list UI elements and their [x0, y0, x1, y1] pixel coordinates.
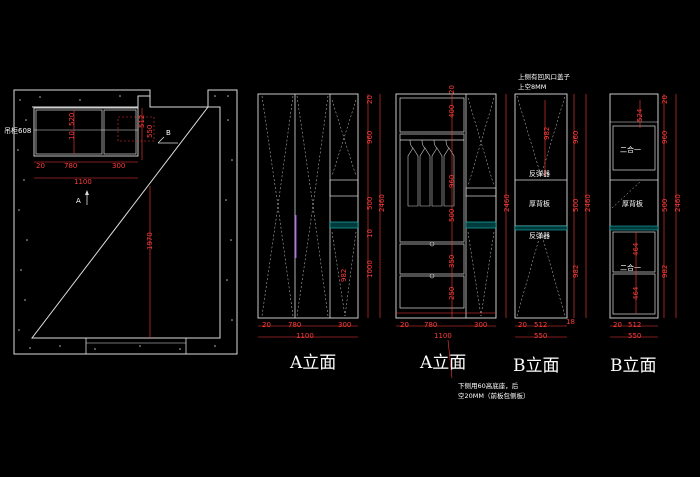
caption-elev2: A立面 — [419, 353, 466, 373]
dim-e2-w20: 20 — [400, 321, 409, 329]
label-flip-upper: 反弹器 — [529, 169, 550, 178]
dim-plan-1970: 1970 — [146, 232, 154, 250]
dim-plan-300: 300 — [112, 162, 125, 170]
dim-e4-2460: 2460 — [674, 194, 682, 212]
dim-e2-400: 400 — [448, 105, 456, 118]
dim-plan-550: 550 — [146, 125, 154, 138]
dim-e1-1000: 1000 — [366, 260, 374, 278]
dim-e4-524: 524 — [636, 108, 644, 122]
dim-e2-350: 350 — [448, 255, 456, 268]
dim-e2-500: 500 — [448, 209, 456, 222]
dim-e1-982: 982 — [340, 269, 348, 282]
dim-e3-18: 18 — [566, 318, 575, 326]
label-flip-lower: 反弹器 — [529, 231, 550, 240]
dim-plan-20: 20 — [36, 162, 45, 170]
dim-e1-500: 500 — [366, 197, 374, 210]
dim-plan-10: 10 — [68, 131, 76, 140]
dim-e4-960: 960 — [661, 131, 669, 144]
dim-e1-w20: 20 — [262, 321, 271, 329]
wall-hatch — [17, 95, 233, 350]
dim-e2-960: 960 — [448, 175, 456, 188]
dim-e4-464a: 464 — [632, 242, 640, 256]
label-combo-lower: 二合一 — [620, 263, 641, 272]
direction-mark-a: A — [76, 197, 81, 205]
dim-e3-2460: 2460 — [584, 194, 592, 212]
hanging-clothes — [407, 139, 455, 207]
dim-e2-20: 20 — [448, 85, 456, 94]
dim-e1-w780: 780 — [288, 321, 301, 329]
elevation-b-right: 二合一 厚背板 二合一 524 20 960 2460 500 982 464 … — [609, 93, 682, 376]
dim-e1-w1100: 1100 — [296, 332, 314, 340]
dim-e2-w300: 300 — [474, 321, 487, 329]
dim-e4-500: 500 — [661, 199, 669, 212]
note-e3-top-line1: 上侧有回风口盖子 — [518, 72, 571, 81]
dim-plan-1100: 1100 — [74, 178, 92, 186]
dim-e3-w512: 512 — [534, 321, 547, 329]
dim-e1-960: 960 — [366, 131, 374, 144]
note-e3-top-line2: 上空8MM — [518, 82, 546, 91]
dim-plan-520: 520 — [68, 113, 76, 126]
dim-e4-20: 20 — [661, 95, 669, 104]
caption-elev4: B立面 — [610, 356, 657, 376]
dim-e1-2460: 2460 — [378, 194, 386, 212]
dim-e2-w780: 780 — [424, 321, 437, 329]
label-combo-upper: 二合一 — [620, 145, 641, 154]
hanging-cabinet-label: 吊柜608 — [4, 126, 31, 135]
note-e2-line1: 下侧用60高底座，后 — [458, 381, 519, 390]
dim-plan-780: 780 — [64, 162, 77, 170]
dim-e4-w550: 550 — [628, 332, 641, 340]
dim-e3-w20: 20 — [518, 321, 527, 329]
caption-elev1: A立面 — [289, 353, 336, 373]
floor-plan: B A 吊柜608 520 10 512 550 20 780 300 1100… — [4, 89, 238, 355]
note-e2-line2: 空20MM（前板包侧板） — [458, 391, 530, 400]
dim-e3-982b: 982 — [572, 265, 580, 278]
label-back-panel-b: 厚背板 — [529, 199, 550, 208]
dim-e4-w20: 20 — [613, 321, 622, 329]
dim-e3-960: 960 — [572, 131, 580, 144]
elevation-a-left: 20 960 2460 500 10 1000 982 20 780 300 1… — [257, 93, 386, 373]
elevation-a-right: 20 400 960 2460 500 350 250 20 780 300 1… — [395, 85, 530, 400]
dim-e1-20: 20 — [366, 95, 374, 104]
elevation-b-left: 上侧有回风口盖子 上空8MM 反弹器 厚背板 反弹器 982 960 2460 … — [513, 72, 592, 376]
label-back-panel-b2: 厚背板 — [622, 199, 643, 208]
dim-e4-982: 982 — [661, 265, 669, 278]
dim-e4-464b: 464 — [632, 286, 640, 300]
dim-e3-982: 982 — [543, 127, 551, 140]
dim-plan-512: 512 — [138, 115, 146, 128]
dim-e2-w1100: 1100 — [434, 332, 452, 340]
section-mark-b: B — [166, 129, 171, 137]
dim-e1-10: 10 — [366, 229, 374, 238]
caption-elev3: B立面 — [513, 356, 560, 376]
dim-e2-250: 250 — [448, 287, 456, 300]
dim-e2-2460: 2460 — [503, 194, 511, 212]
dim-e4-w512: 512 — [628, 321, 641, 329]
dim-e3-500: 500 — [572, 199, 580, 212]
dim-e3-w550: 550 — [534, 332, 547, 340]
dim-e1-w300: 300 — [338, 321, 351, 329]
